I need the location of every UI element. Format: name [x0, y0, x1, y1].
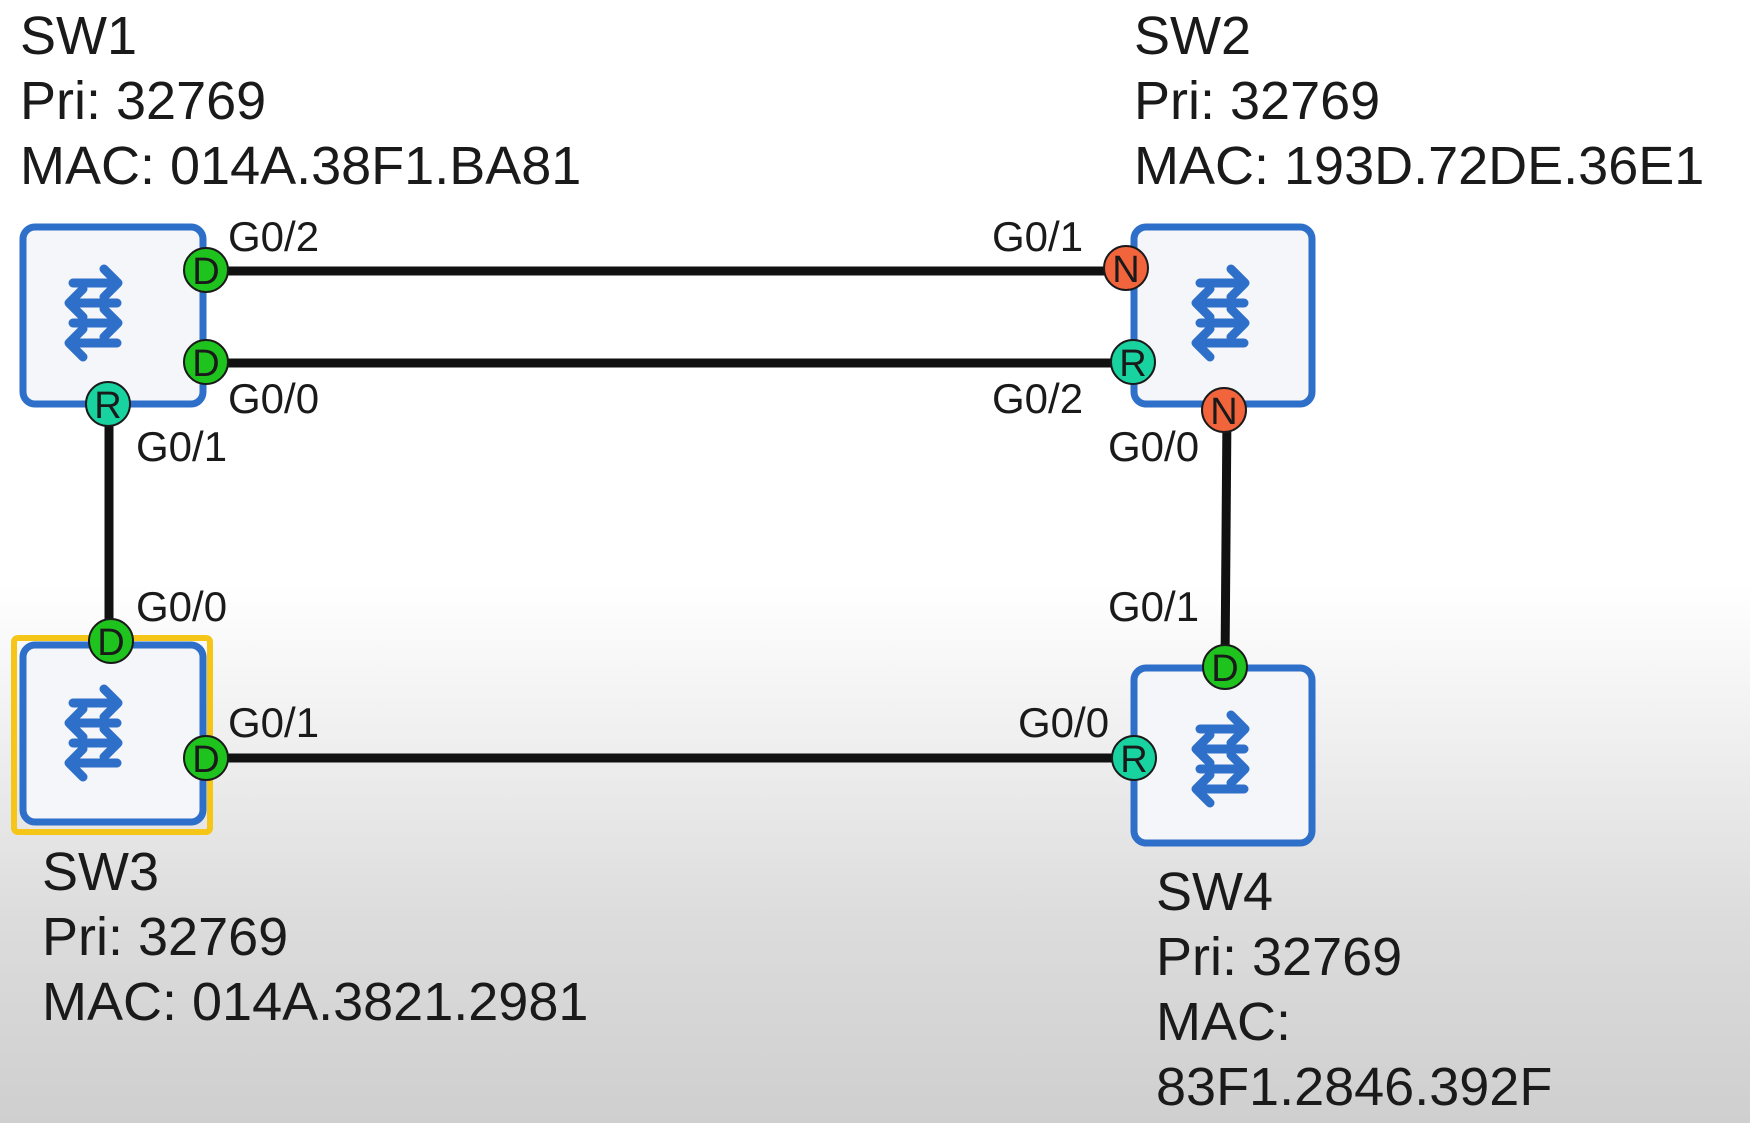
port-label-sw1-g01: G0/1 — [136, 423, 228, 470]
switch-sw1[interactable] — [19, 223, 207, 408]
switch-priority: Pri: 32769 — [1134, 71, 1381, 131]
svg-text:N: N — [1210, 391, 1237, 433]
link-sw2-g00-sw4-g01 — [1220, 409, 1232, 668]
port-label-sw3-g00: G0/0 — [136, 583, 228, 630]
switch-mac-label: MAC: — [1156, 992, 1291, 1052]
port-role-marker-sw2-g02: R — [1110, 339, 1156, 385]
port-label-sw2-g00: G0/0 — [1108, 423, 1200, 470]
sw3-info: SW3 Pri: 32769 MAC: 014A.3821.2981 — [42, 840, 588, 1035]
switch-name: SW2 — [1134, 6, 1252, 66]
port-label-sw4-g00: G0/0 — [1018, 699, 1110, 746]
switch-priority: Pri: 32769 — [42, 907, 289, 967]
switch-priority: Pri: 32769 — [1156, 927, 1403, 987]
port-role-marker-sw2-g01: N — [1103, 245, 1149, 291]
port-label-sw1-g02: G0/2 — [228, 213, 320, 260]
svg-text:D: D — [1211, 648, 1238, 690]
svg-text:N: N — [1112, 249, 1139, 291]
port-role-marker-sw4-g01: D — [1202, 644, 1248, 690]
port-role-marker-sw1-g00: D — [183, 339, 229, 385]
switch-sw2[interactable] — [1130, 223, 1316, 408]
switch-name: SW3 — [42, 842, 160, 902]
svg-text:D: D — [192, 251, 219, 293]
port-role-marker-sw3-g01: D — [183, 735, 229, 781]
port-label-sw2-g02: G0/2 — [992, 375, 1084, 422]
sw2-info: SW2 Pri: 32769 MAC: 193D.72DE.36E1 — [1134, 4, 1704, 199]
switch-name: SW1 — [20, 6, 138, 66]
port-role-marker-sw2-g00: N — [1201, 387, 1247, 433]
svg-text:R: R — [94, 385, 121, 427]
port-label-sw1-g00: G0/0 — [228, 375, 320, 422]
port-label-sw2-g01: G0/1 — [992, 213, 1084, 260]
port-role-marker-sw1-g01: R — [85, 381, 131, 427]
switch-sw3[interactable] — [11, 635, 213, 835]
port-label-sw4-g01: G0/1 — [1108, 583, 1200, 630]
sw1-info: SW1 Pri: 32769 MAC: 014A.38F1.BA81 — [20, 4, 581, 199]
sw4-info: SW4 Pri: 32769 MAC: 83F1.2846.392F — [1156, 860, 1552, 1120]
port-role-marker-sw4-g00: R — [1111, 735, 1157, 781]
switch-priority: Pri: 32769 — [20, 71, 267, 131]
port-label-sw3-g01: G0/1 — [228, 699, 320, 746]
port-role-marker-sw1-g02: D — [183, 247, 229, 293]
switch-mac: MAC: 014A.3821.2981 — [42, 972, 589, 1032]
svg-text:D: D — [192, 739, 219, 781]
svg-text:R: R — [1119, 343, 1146, 385]
switch-mac: MAC: 193D.72DE.36E1 — [1134, 136, 1705, 196]
svg-text:R: R — [1120, 739, 1147, 781]
port-role-marker-sw3-g00: D — [88, 618, 134, 664]
svg-text:D: D — [97, 622, 124, 664]
switch-name: SW4 — [1156, 862, 1274, 922]
switch-mac-value: 83F1.2846.392F — [1156, 1057, 1553, 1117]
svg-text:D: D — [192, 343, 219, 385]
switch-sw4[interactable] — [1130, 664, 1316, 847]
switch-mac: MAC: 014A.38F1.BA81 — [20, 136, 582, 196]
